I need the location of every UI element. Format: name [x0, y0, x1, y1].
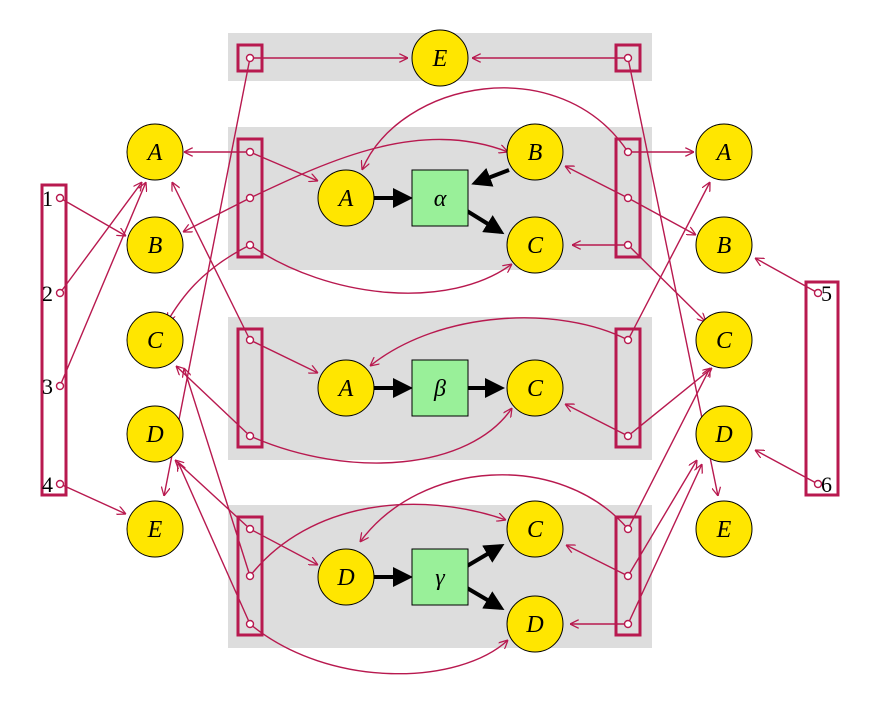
- node-right-D: D: [695, 405, 753, 463]
- node-right-A: A: [695, 123, 753, 181]
- operator-beta-box: [411, 359, 469, 417]
- wire: [627, 182, 710, 341]
- node-gamma-output-C: C: [506, 500, 564, 558]
- node-top-E: E: [411, 29, 469, 87]
- port-label-3: 3: [42, 374, 53, 399]
- bracket-gamma-left: [236, 515, 264, 637]
- port-label-1: 1: [42, 186, 53, 211]
- bracket-alpha-left: [236, 137, 264, 259]
- arrow: [465, 543, 505, 568]
- wire: [172, 182, 251, 341]
- svg-text:A: A: [337, 186, 354, 212]
- port-label-4: 4: [42, 472, 53, 497]
- wire: [360, 474, 629, 542]
- operator-gamma-label: γ: [435, 565, 445, 591]
- operator-beta-label: β: [433, 376, 446, 402]
- svg-text:A: A: [337, 376, 354, 402]
- node-beta-input-A: A: [317, 359, 375, 417]
- bracket-outer-right: [804, 280, 840, 497]
- svg-text:B: B: [528, 140, 543, 166]
- wire: [249, 503, 506, 577]
- svg-text:C: C: [527, 517, 544, 543]
- wire: [59, 182, 142, 294]
- port-labels: 1 2 3 4 5 6: [42, 186, 832, 497]
- bracket-beta-left: [236, 327, 264, 449]
- svg-text:D: D: [336, 565, 354, 591]
- svg-text:C: C: [527, 233, 544, 259]
- wire: [627, 368, 710, 530]
- wire: [59, 182, 146, 387]
- wire: [249, 138, 508, 199]
- operators: α β γ: [411, 169, 469, 606]
- svg-text:C: C: [147, 328, 164, 354]
- wire: [370, 317, 629, 366]
- node-left-B: B: [126, 216, 184, 274]
- wire: [755, 258, 819, 294]
- node-left-C: C: [126, 311, 184, 369]
- operator-gamma-box: [411, 548, 469, 606]
- bracket-top-right: [614, 43, 642, 73]
- svg-text:B: B: [717, 233, 732, 259]
- nodes: E A B C D E A B: [126, 29, 753, 653]
- arrow: [465, 586, 505, 611]
- bracket-alpha-right: [614, 137, 642, 259]
- svg-text:A: A: [715, 140, 732, 166]
- node-alpha-input-A: A: [317, 169, 375, 227]
- svg-text:D: D: [525, 612, 543, 638]
- node-alpha-output-C: C: [506, 216, 564, 274]
- svg-text:A: A: [146, 140, 163, 166]
- arrow: [471, 167, 510, 187]
- port-label-5: 5: [821, 281, 832, 306]
- wire: [59, 483, 126, 514]
- svg-text:E: E: [147, 517, 163, 543]
- node-gamma-input-D: D: [317, 548, 375, 606]
- svg-text:B: B: [148, 233, 163, 259]
- port-label-2: 2: [42, 281, 53, 306]
- node-right-B: B: [695, 216, 753, 274]
- svg-text:D: D: [145, 422, 163, 448]
- arrow: [465, 209, 505, 235]
- bracket-top-left: [236, 43, 264, 73]
- wire: [627, 368, 712, 437]
- svg-text:E: E: [716, 517, 732, 543]
- wire: [249, 408, 512, 464]
- wire: [167, 244, 251, 322]
- node-alpha-output-B: B: [506, 123, 564, 181]
- bracket-outer-left: [40, 183, 68, 497]
- node-left-A: A: [126, 123, 184, 181]
- wire: [362, 87, 629, 170]
- svg-text:C: C: [527, 376, 544, 402]
- node-beta-output-C: C: [506, 359, 564, 417]
- wire: [249, 623, 508, 675]
- svg-text:E: E: [432, 46, 448, 72]
- node-right-E: E: [695, 500, 753, 558]
- node-right-C: C: [695, 311, 753, 369]
- bracket-beta-right: [614, 327, 642, 449]
- operator-alpha-box: [411, 169, 469, 227]
- bracket-gamma-right: [614, 515, 642, 637]
- node-left-D: D: [126, 405, 184, 463]
- wire: [566, 545, 629, 577]
- node-gamma-output-D: D: [506, 595, 564, 653]
- wire: [59, 197, 126, 236]
- svg-text:C: C: [716, 328, 733, 354]
- svg-text:D: D: [714, 422, 732, 448]
- operator-alpha-label: α: [434, 186, 447, 212]
- port-label-6: 6: [821, 472, 832, 497]
- operator-arrows: [374, 167, 510, 611]
- port-dots: [55, 53, 823, 629]
- brackets: [40, 43, 840, 637]
- node-left-E: E: [126, 500, 184, 558]
- wire: [249, 244, 512, 294]
- wire: [755, 450, 819, 485]
- wires: [59, 58, 819, 675]
